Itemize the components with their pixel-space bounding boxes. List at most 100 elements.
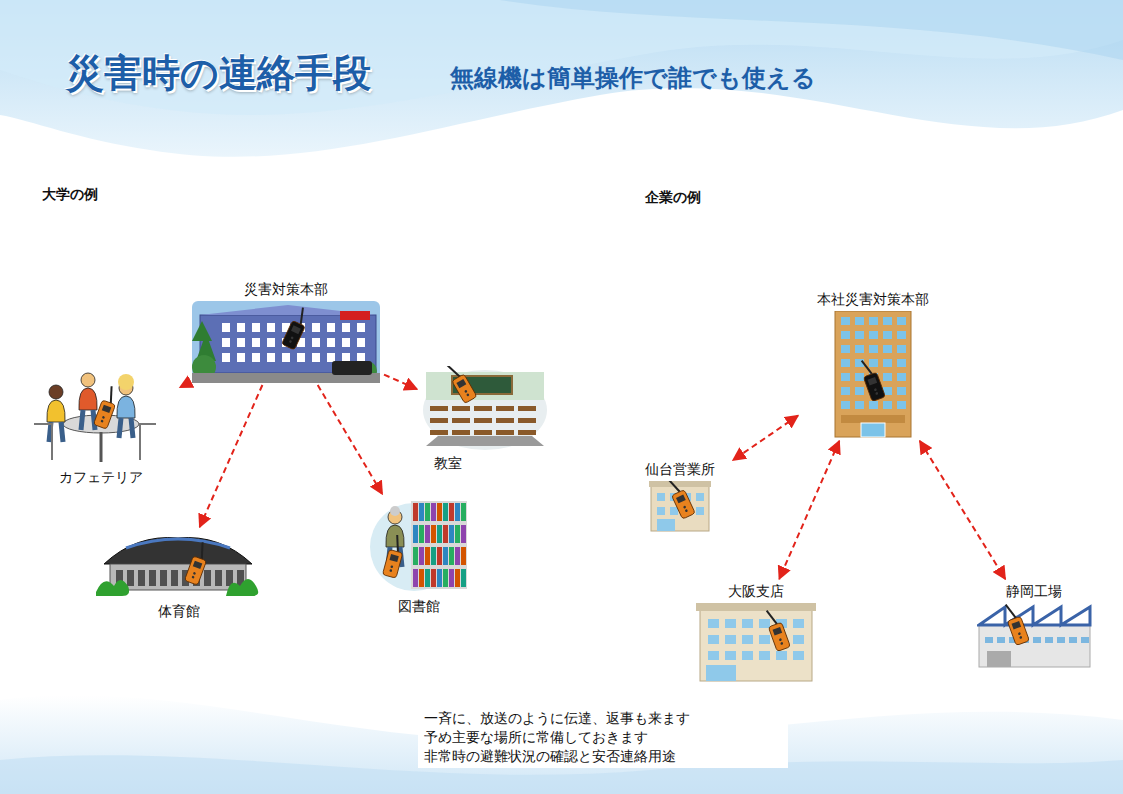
illustration-part [863,372,885,401]
illustration-part [437,569,442,587]
illustration-part [222,338,230,347]
illustration-part [443,547,448,565]
illustration-part [657,493,665,501]
illustration-part [742,651,753,660]
illustration-part [312,353,320,362]
illustration-part [267,353,275,362]
illustration-part [985,637,993,643]
illustration-part [883,317,892,325]
illustration-part [119,418,121,438]
illustration-part [987,651,1011,667]
illustration-part [1069,637,1077,643]
illustration-part [897,345,906,353]
illustration-part [425,525,430,543]
site-label: 本社災害対策本部 [815,290,931,308]
illustration-part [768,622,790,651]
illustration-part [979,625,1090,667]
illustration-part [327,353,335,362]
illustration-part [289,340,292,343]
illustration-part [79,388,97,410]
illustration-part [651,485,709,531]
illustration-part [861,423,885,437]
illustration-part [449,525,454,543]
illustration-part [118,374,134,390]
illustration-part [869,401,878,409]
illustration-part [841,373,850,381]
illustration-part [706,665,736,681]
illustration-part [131,418,133,438]
illustration-part [496,406,514,411]
radio-link [779,441,839,579]
illustration-part [1033,637,1041,643]
illustration-part [425,569,430,587]
illustration-part [47,400,65,422]
illustration-part [443,569,448,587]
illustration-part [1017,632,1020,635]
site-node: カフェテリア [25,372,177,486]
illustration-part [444,366,477,404]
illustration-part [855,331,864,339]
illustration-part [518,418,536,423]
illustration-part [126,539,230,548]
illustration-part [237,353,245,362]
illustration-part [215,570,222,586]
illustration-part [474,406,492,411]
illustration-part [390,506,400,516]
illustration-part [685,509,688,512]
radio-link [318,385,383,494]
radio-link [733,416,798,461]
site-node: 教室 [420,366,550,472]
illustration-part [449,503,454,521]
illustration-part [452,430,470,435]
illustration-part [474,430,492,435]
site-node: 災害対策本部 [190,280,382,383]
illustration-part [312,338,320,347]
illustration-part [742,635,753,644]
illustration-part [696,603,816,611]
illustration-part [1007,616,1029,645]
illustration-part [102,405,112,413]
illustration-part [222,323,230,332]
illustration-part [357,338,365,347]
illustration-part [869,317,878,325]
illustration-part [106,386,116,403]
note-line: 一斉に、放送のように伝達、返事も来ます [424,709,782,728]
illustration-part [742,619,753,628]
illustration-part [431,569,436,587]
illustration-part [793,619,804,628]
radio-link [200,385,263,527]
illustration-part [855,345,864,353]
illustration-part [226,579,258,596]
illustration-part [149,570,156,586]
site-illustration [422,366,548,450]
illustration-part [282,320,306,349]
illustration-part [841,401,850,409]
illustration-part [449,569,454,587]
radio-link [180,383,188,387]
illustration-part [776,651,787,660]
illustration-part [419,503,424,521]
site-illustration [696,603,816,683]
illustration-part [413,525,418,543]
illustration-part [193,572,196,575]
illustration-part [327,323,335,332]
illustration-part [81,410,83,430]
illustration-part [466,393,470,397]
illustration-part [431,503,436,521]
illustration-part [455,569,460,587]
illustration-part [327,338,335,347]
illustration-part [342,338,350,347]
radio-link [384,375,417,390]
illustration-part [518,406,536,411]
subtitle: 無線機は簡単操作で誰でも使える [450,62,816,94]
illustration-part [452,418,470,423]
illustration-part [464,390,468,394]
site-node: 大阪支店 [695,582,817,683]
illustration-part [474,418,492,423]
illustration-part [81,373,95,387]
radio-link [920,441,1005,579]
illustration-part [171,570,178,586]
illustration-part [883,373,892,381]
illustration-part [696,493,704,501]
illustration-part [430,418,448,423]
